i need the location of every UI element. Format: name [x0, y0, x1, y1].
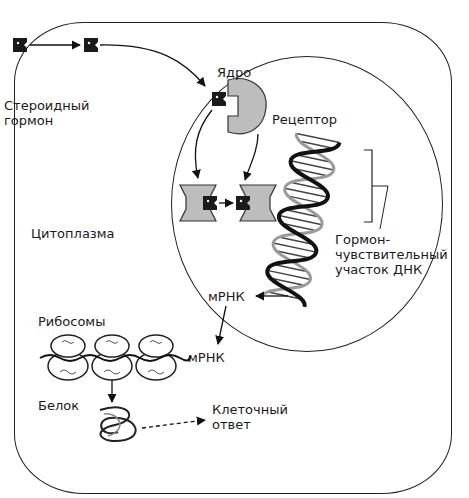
ribosome-group — [48, 335, 176, 380]
arrow-line — [142, 420, 205, 428]
arrow-line — [256, 295, 288, 296]
part-label: мРНК — [208, 289, 268, 304]
protein-chain — [100, 407, 136, 441]
hormone-symbol — [203, 196, 217, 210]
part-label: Рецептор — [272, 112, 362, 127]
ribosome-texture — [60, 341, 164, 375]
hormone-symbol — [212, 92, 226, 106]
region-label: Цитоплазма — [31, 226, 151, 241]
arrow-line — [30, 44, 80, 45]
arrow-line — [100, 45, 205, 86]
dna-strand — [262, 133, 340, 306]
hormone-symbol — [84, 38, 98, 52]
leader-line — [372, 186, 388, 229]
part-label: Рибосомы — [38, 314, 138, 329]
arrow-line — [111, 380, 112, 402]
protein-chain — [104, 414, 120, 436]
part-label: Гормон-чувствительный участок ДНК — [335, 232, 447, 277]
complex-shape — [180, 185, 216, 221]
arrow-line — [218, 306, 226, 344]
dna-strand — [262, 133, 340, 306]
receptor-shape — [228, 79, 266, 134]
region-label: Ядро — [217, 65, 287, 80]
arrow-line — [219, 202, 233, 203]
part-label: мРНК — [188, 350, 248, 365]
hormone-symbol — [236, 196, 250, 210]
bracket — [364, 150, 372, 222]
arrow-line — [195, 110, 212, 178]
ribosome-small — [139, 335, 173, 357]
arrow-line — [245, 134, 258, 180]
ribosome-small — [95, 335, 129, 357]
part-label: Белок — [38, 398, 108, 413]
ribosome-small — [51, 335, 85, 357]
dna-helix — [262, 133, 340, 306]
part-label: Стероидный гормон — [4, 98, 96, 128]
part-label: Клеточный ответ — [212, 402, 307, 432]
hormone-symbol — [13, 38, 27, 52]
mrna-strand — [40, 355, 190, 361]
